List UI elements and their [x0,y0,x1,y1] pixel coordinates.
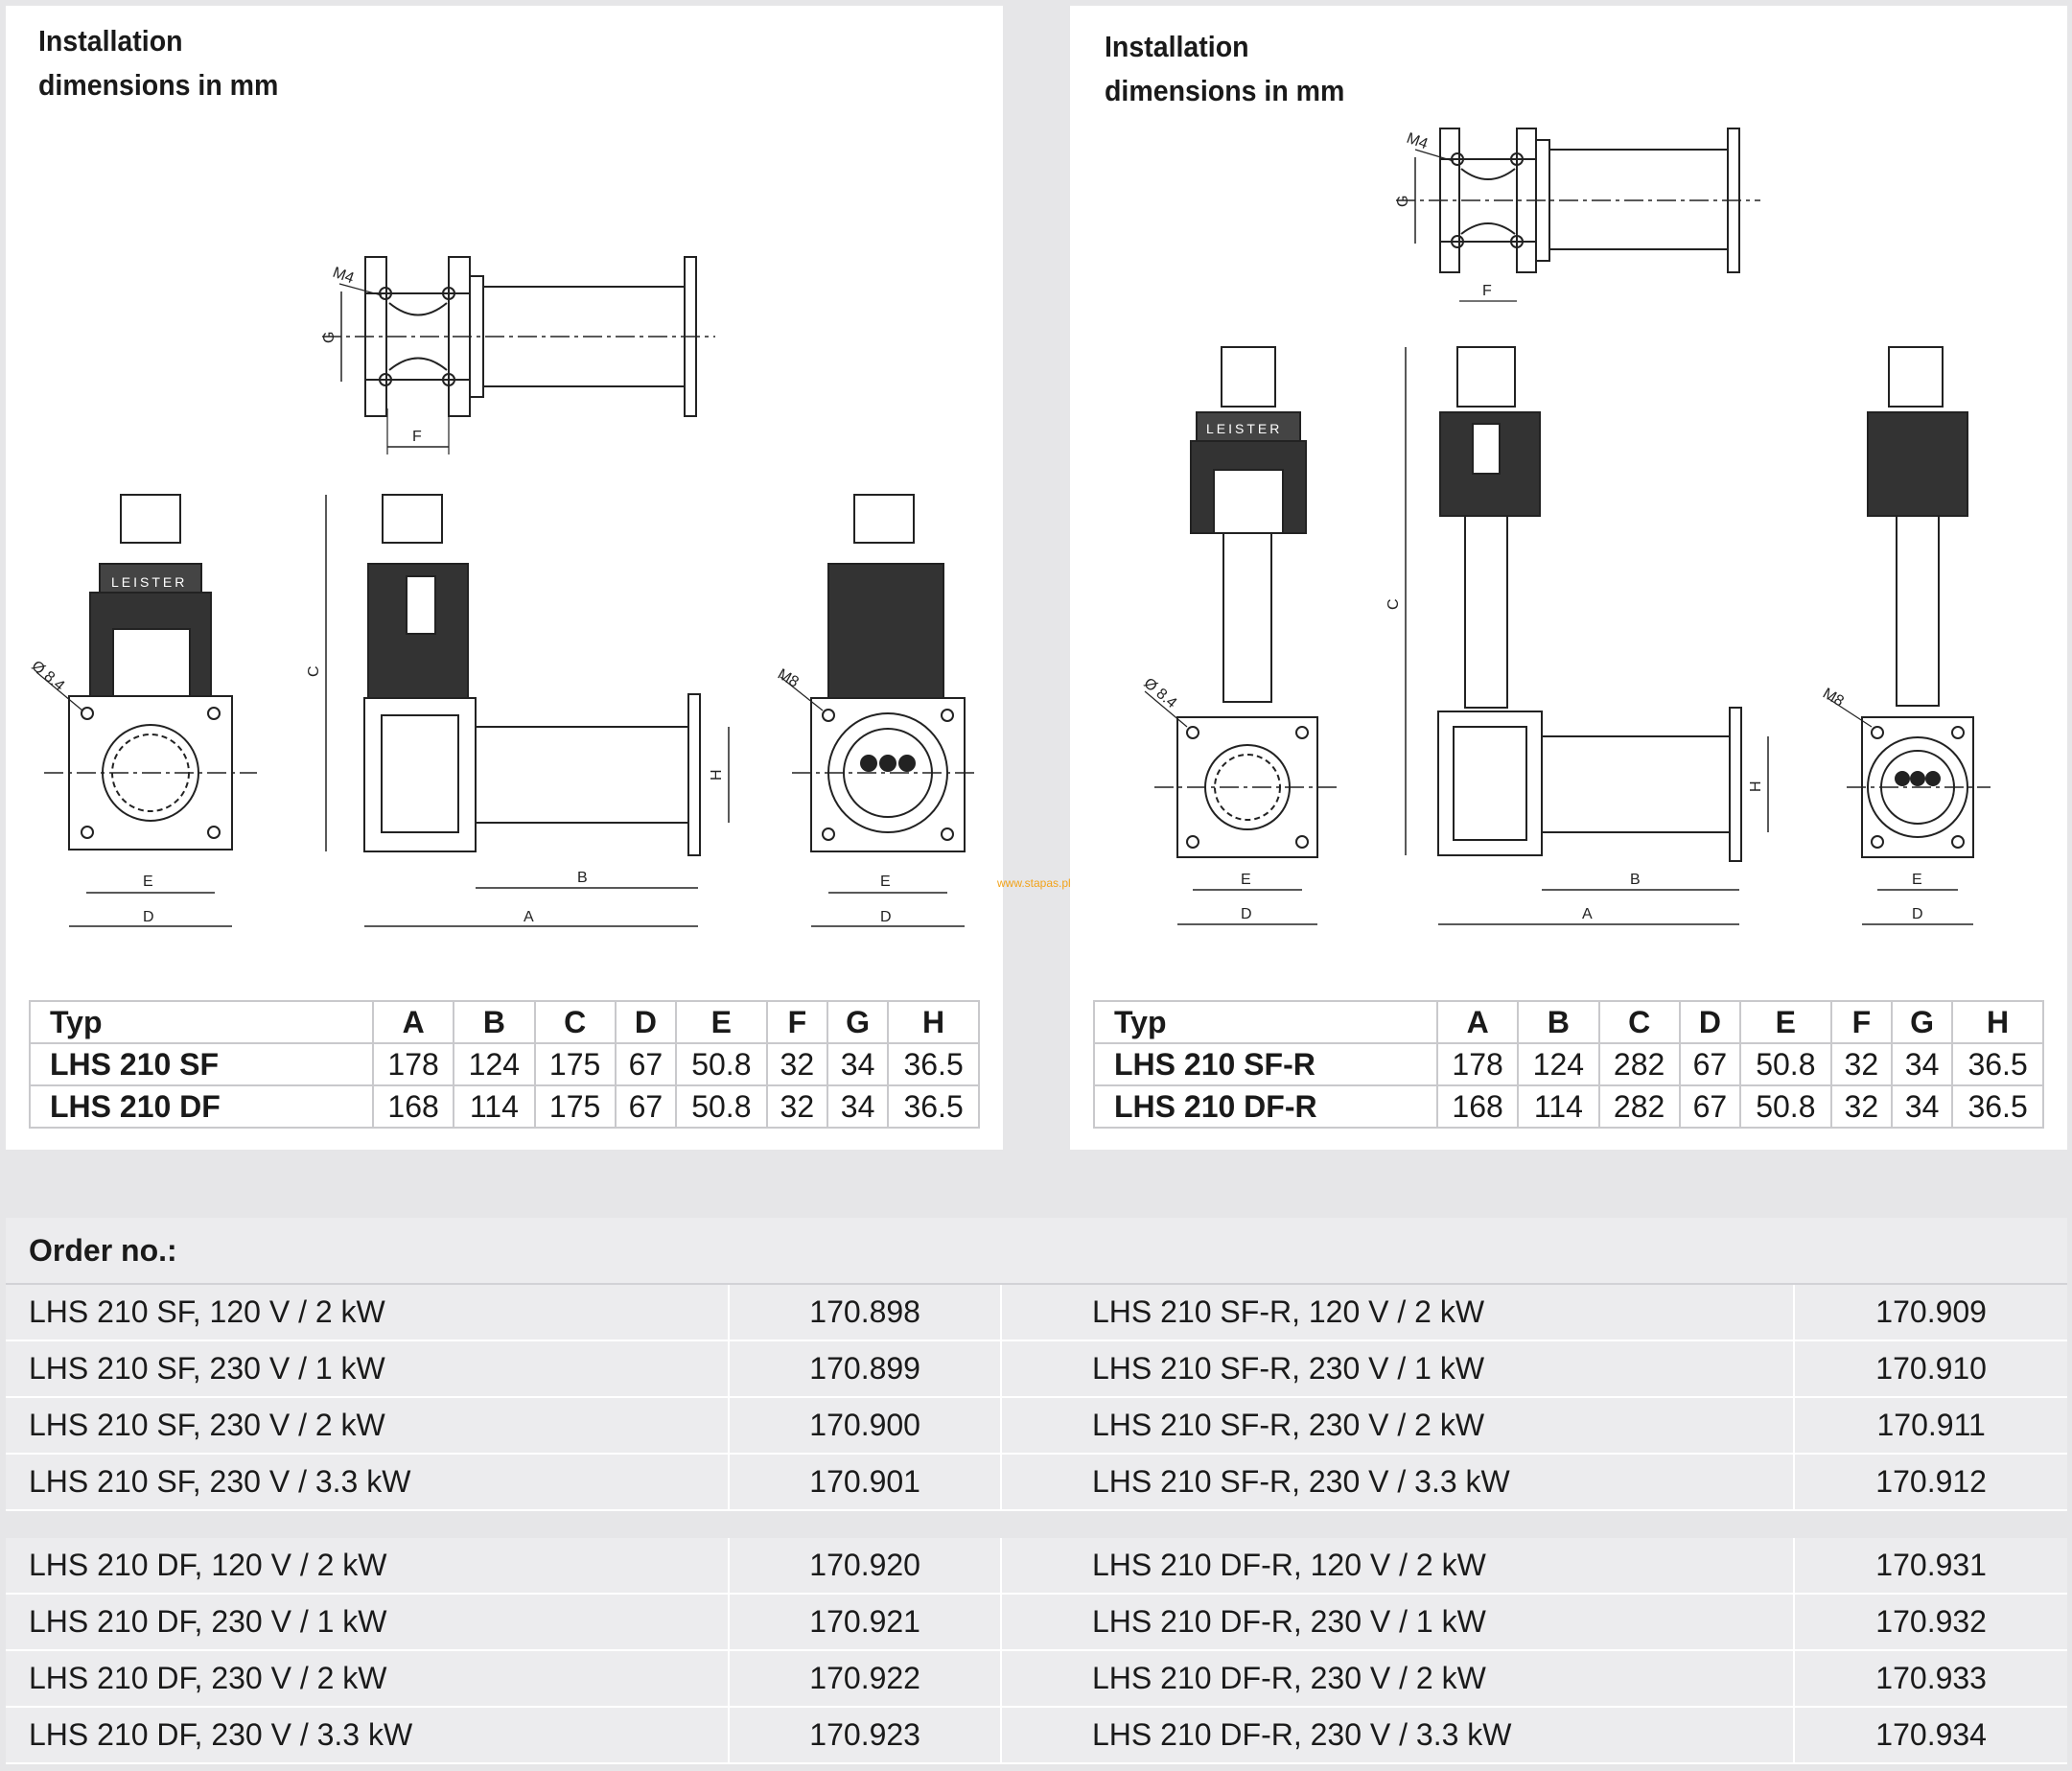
label-g: G [1395,196,1411,207]
label-b: B [577,870,588,886]
label-d-2: D [880,909,892,925]
left-technical-drawing: M4 G F LEISTER Ø 8.4 E D C B A H M8 E D [28,256,979,927]
table-row: LHS 210 DF, 230 V / 2 kW 170.922 LHS 210… [6,1651,2067,1708]
label-g: G [321,332,338,343]
right-side-view [1405,346,1769,925]
right-top-view [1396,128,1760,302]
label-m4: M4 [331,265,357,288]
label-brand: LEISTER [111,574,187,590]
label-h: H [709,769,725,781]
label-e: E [1241,872,1251,888]
label-h: H [1748,781,1764,792]
label-f: F [412,429,422,445]
label-d-2: D [1912,906,1923,922]
order-table: Order no.: LHS 210 SF, 120 V / 2 kW 170.… [6,1218,2067,1764]
label-m4: M4 [1405,130,1431,153]
label-brand: LEISTER [1206,421,1282,436]
label-m8: M8 [1820,686,1847,711]
label-e-2: E [880,874,891,890]
table-row: LHS 210 SF, 120 V / 2 kW 170.898 LHS 210… [6,1285,2067,1341]
left-rear-view [780,494,979,927]
table-row: LHS 210 SF 178 124 175 67 50.8 32 34 36.… [29,1042,980,1086]
group-divider [6,1511,2067,1538]
label-f: F [1482,283,1492,299]
label-e-2: E [1912,872,1922,888]
right-panel-title: Installation dimensions in mm [1105,30,1345,107]
label-c: C [306,665,322,677]
watermark-link[interactable]: www.stapas.pl [997,876,1071,890]
table-row: LHS 210 DF-R 168 114 282 67 50.8 32 34 3… [1093,1084,2044,1129]
left-panel: Installation dimensions in mm [6,6,1003,1150]
left-panel-title: Installation dimensions in mm [38,24,279,102]
label-d: D [143,909,154,925]
right-rear-view [1827,346,1991,925]
order-title: Order no.: [6,1218,2067,1285]
right-dimensions-table: Typ A B C D E F G H LHS 210 SF-R 178 124… [1093,1000,2044,1129]
label-d: D [1241,906,1252,922]
label-dia: Ø 8.4 [1140,675,1179,711]
label-a: A [1582,906,1593,922]
table-header-row: Typ A B C D E F G H [1093,1000,2044,1044]
right-technical-drawing: M4 G F LEISTER Ø 8.4 E D C B A H M8 E D [1140,128,1991,925]
table-row: LHS 210 SF-R 178 124 282 67 50.8 32 34 3… [1093,1042,2044,1086]
table-row: LHS 210 SF, 230 V / 2 kW 170.900 LHS 210… [6,1398,2067,1455]
label-a: A [524,909,534,925]
table-row: LHS 210 DF 168 114 175 67 50.8 32 34 36.… [29,1084,980,1129]
label-dia: Ø 8.4 [28,658,67,694]
table-row: LHS 210 SF, 230 V / 1 kW 170.899 LHS 210… [6,1341,2067,1398]
table-row: LHS 210 DF, 120 V / 2 kW 170.920 LHS 210… [6,1538,2067,1595]
label-b: B [1630,872,1641,888]
label-c: C [1385,598,1402,610]
left-front-view [35,494,257,927]
label-m8: M8 [775,666,802,691]
right-panel: Installation dimensions in mm [1070,6,2067,1150]
table-header-row: Typ A B C D E F G H [29,1000,980,1044]
table-row: LHS 210 DF, 230 V / 3.3 kW 170.923 LHS 2… [6,1708,2067,1764]
table-row: LHS 210 SF, 230 V / 3.3 kW 170.901 LHS 2… [6,1455,2067,1511]
left-side-view [325,494,730,927]
label-e: E [143,874,153,890]
left-dimensions-table: Typ A B C D E F G H LHS 210 SF 178 124 1… [29,1000,980,1129]
left-top-view [322,256,715,454]
table-row: LHS 210 DF, 230 V / 1 kW 170.921 LHS 210… [6,1595,2067,1651]
right-front-view [1144,346,1339,925]
